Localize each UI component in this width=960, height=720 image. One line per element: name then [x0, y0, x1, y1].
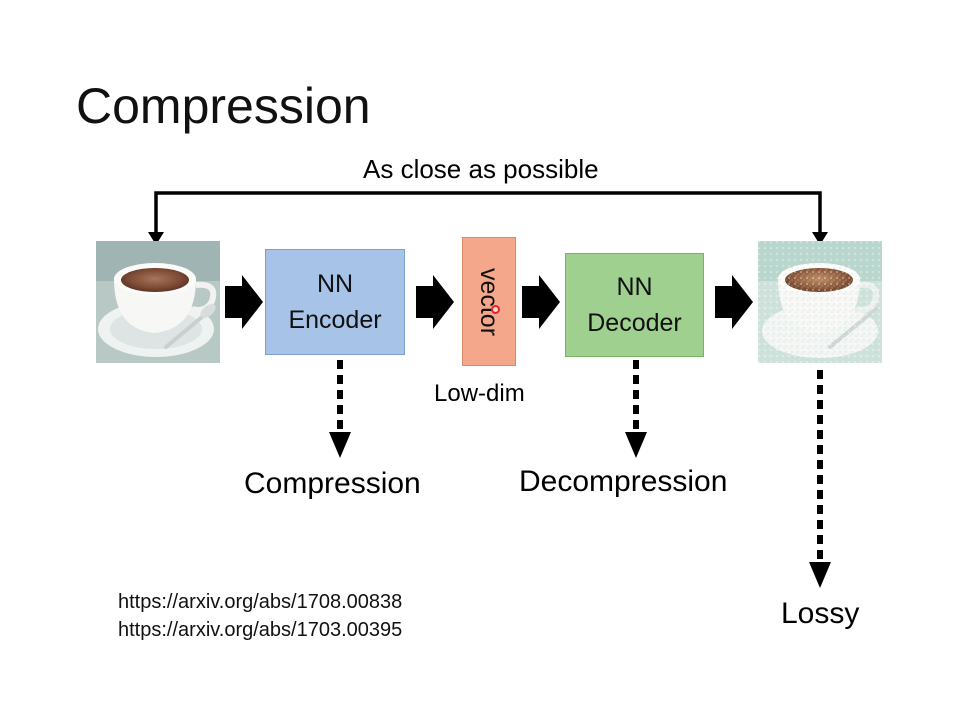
flow-arrow-encoder-vector	[416, 275, 454, 329]
dotted-arrowhead-compression	[329, 432, 351, 458]
coffee-cup-input-image	[96, 241, 220, 363]
slide-title: Compression	[76, 78, 371, 134]
reconstruction-bracket	[154, 191, 822, 237]
decoder-label-line2: Decoder	[587, 309, 682, 337]
coffee-cup-output-image	[758, 241, 882, 363]
dotted-arrowhead-decompression	[625, 432, 647, 458]
reference-link[interactable]: https://arxiv.org/abs/1703.00395	[118, 619, 403, 641]
flow-arrow-vector-decoder	[522, 275, 560, 329]
bracket-arrowhead-right	[812, 232, 828, 245]
decompression-label: Decompression	[519, 465, 728, 498]
nn-encoder-block: NN Encoder	[265, 249, 405, 355]
decoder-label-line1: NN	[616, 273, 653, 301]
vector-label: vector	[475, 267, 503, 336]
flow-arrow-input-encoder	[225, 275, 263, 329]
flow-arrow-decoder-output	[715, 275, 753, 329]
low-dim-label: Low-dim	[434, 380, 525, 407]
reconstruction-label: As close as possible	[363, 154, 599, 184]
lossy-label: Lossy	[781, 597, 860, 630]
latent-vector-block: vector	[462, 237, 516, 366]
pointer-dot-icon	[491, 305, 500, 314]
encoder-label-line1: NN	[316, 270, 354, 298]
dotted-arrowhead-lossy	[809, 562, 831, 588]
compression-label: Compression	[244, 467, 421, 500]
reference-link[interactable]: https://arxiv.org/abs/1708.00838	[118, 591, 403, 613]
nn-decoder-block: NN Decoder	[565, 253, 704, 357]
bracket-arrowhead-left	[148, 232, 164, 245]
encoder-label-line2: Encoder	[288, 306, 382, 334]
